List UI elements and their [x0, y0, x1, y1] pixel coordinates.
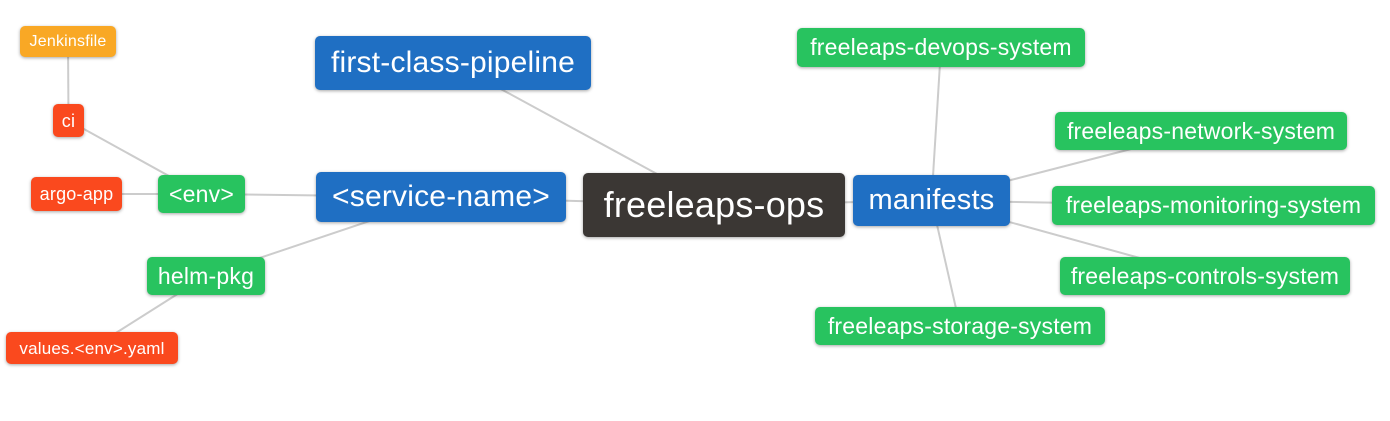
node-first-class-pipeline[interactable]: first-class-pipeline	[315, 36, 591, 90]
node-freeleaps-monitoring-system[interactable]: freeleaps-monitoring-system	[1052, 186, 1375, 225]
node-service-name[interactable]: <service-name>	[316, 172, 566, 222]
node-helm-pkg[interactable]: helm-pkg	[147, 257, 265, 295]
node-values-env-yaml[interactable]: values.<env>.yaml	[6, 332, 178, 364]
node-env[interactable]: <env>	[158, 175, 245, 213]
node-freeleaps-network-system[interactable]: freeleaps-network-system	[1055, 112, 1347, 150]
node-freeleaps-ops-root[interactable]: freeleaps-ops	[583, 173, 845, 237]
node-freeleaps-storage-system[interactable]: freeleaps-storage-system	[815, 307, 1105, 345]
node-ci[interactable]: ci	[53, 104, 84, 137]
node-freeleaps-controls-system[interactable]: freeleaps-controls-system	[1060, 257, 1350, 295]
node-argo-app[interactable]: argo-app	[31, 177, 122, 211]
node-jenkinsfile[interactable]: Jenkinsfile	[20, 26, 116, 57]
node-manifests[interactable]: manifests	[853, 175, 1010, 226]
node-freeleaps-devops-system[interactable]: freeleaps-devops-system	[797, 28, 1085, 67]
